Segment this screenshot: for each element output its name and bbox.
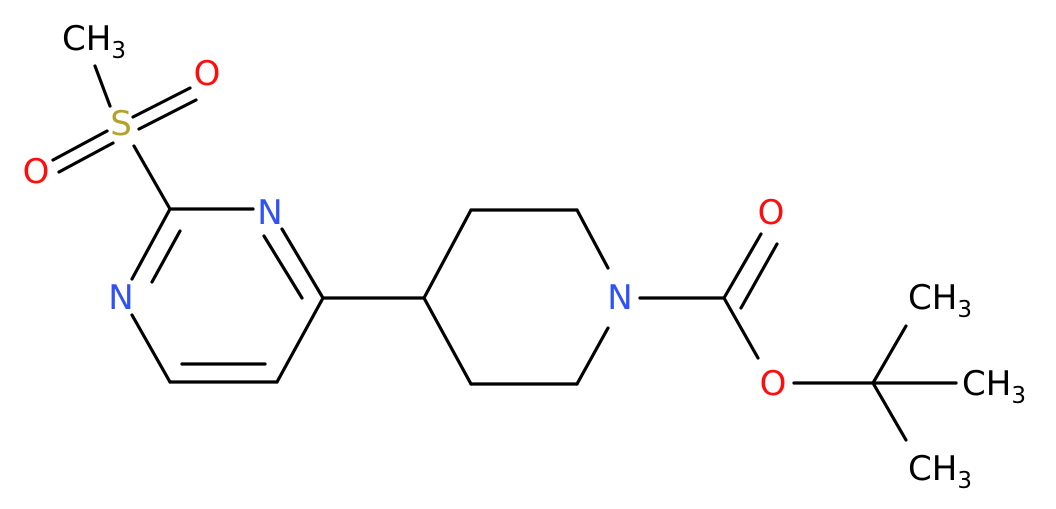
atom-symbol: CH [908,278,957,318]
atom-me1: CH3 [908,278,972,323]
atom-n_pyr1: N [257,193,282,233]
bond-n3-c4 [280,227,325,300]
atom-symbol: N [257,193,282,233]
atom-symbol: O [758,193,785,233]
atom-subscript: 3 [1011,383,1026,409]
atom-label-me2: CH3 [962,364,1026,409]
atom-symbol: CH [62,19,111,59]
atom-label-o_est: O [760,364,787,404]
bond-carbonyl-o-a [722,232,763,300]
atom-label-n_pyr1: N [257,193,282,233]
atom-me3: CH3 [908,449,972,494]
bond-pip-c3b-c4 [422,296,473,386]
bond-carbonyl-o-b [739,242,779,310]
bond-s-o1-b [137,98,198,131]
atom-label-me_s: CH3 [62,19,126,64]
bond-pip-c4-c3a [422,208,473,300]
atom-label-o_co: O [758,193,785,233]
atom-symbol: O [23,152,50,192]
atom-n_pyr2: N [108,278,133,318]
bond-s-o2-b [57,141,115,174]
atom-subscript: 3 [957,468,972,494]
bond-s-o1-a [131,86,192,119]
atom-symbol: CH [962,364,1011,404]
atom-label-me3: CH3 [908,449,972,494]
bond-tbu-me1 [871,324,908,385]
bond-carbonyl-oester [722,296,760,360]
atom-label-me1: CH3 [908,278,972,323]
atom-label-s: S [110,104,132,144]
atom-symbol: CH [908,449,957,489]
atom-n_pip: N [607,278,632,318]
atom-subscript: 3 [111,38,126,64]
atom-symbol: O [760,364,787,404]
atom-o_s2: O [23,152,50,192]
atom-s: S [110,104,132,144]
atom-label-n_pyr2: N [108,278,133,318]
atom-label-o_s1: O [194,54,221,94]
bond-s-c2 [132,144,172,211]
atom-symbol: O [194,54,221,94]
bond-c4-c5 [275,296,325,384]
atom-o_est: O [760,364,787,404]
bond-n1-c2-inner [150,229,182,284]
bond-pip-n-c2b [575,326,610,386]
bond-s-methyl [93,64,112,108]
atom-symbol: S [110,104,132,144]
atom-label-o_s2: O [23,152,50,192]
atom-me_s: CH3 [62,19,126,64]
bond-tbu-me3 [871,381,908,442]
bond-n1-c2 [130,207,172,281]
bond-n3-c4-inner [262,234,304,300]
atom-label-n_pip: N [607,278,632,318]
bond-pip-c2a-n [575,208,610,270]
atom-symbol: N [108,278,133,318]
atom-subscript: 3 [957,297,972,323]
bond-s-o2-a [51,129,109,162]
atom-o_s1: O [194,54,221,94]
atom-me2: CH3 [962,364,1026,409]
atom-o_co: O [758,193,785,233]
bond-layer [51,64,958,442]
atom-symbol: N [607,278,632,318]
bond-c6-n1 [130,313,172,384]
